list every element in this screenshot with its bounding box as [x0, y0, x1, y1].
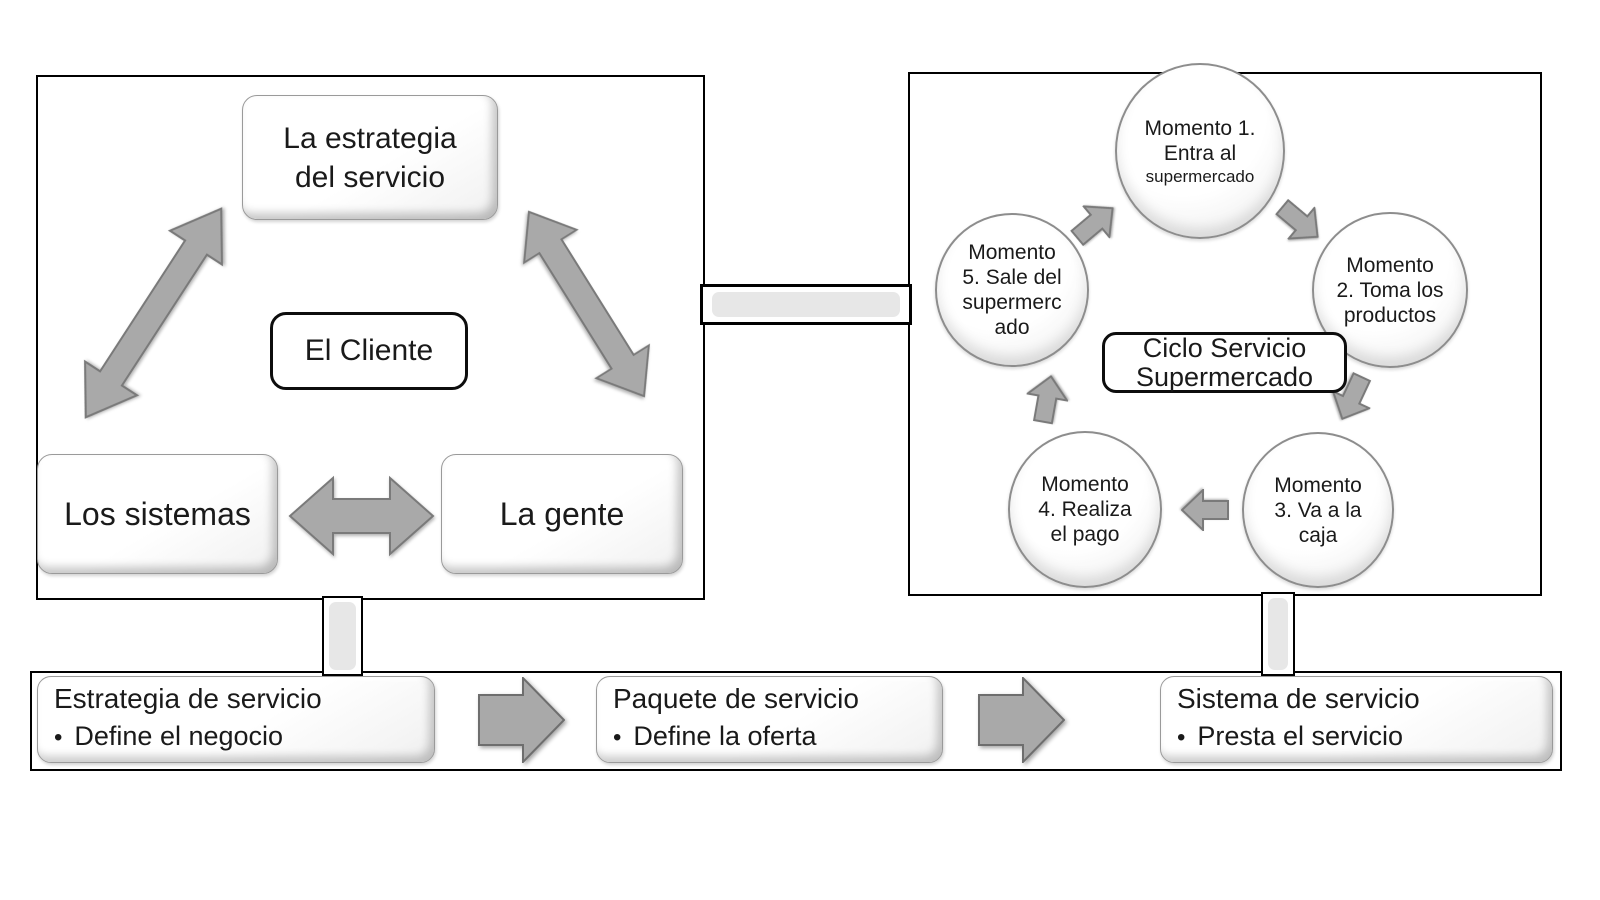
moment-4-line1: Momento — [1041, 473, 1129, 496]
panel-connector-horizontal — [700, 284, 912, 325]
connector-bar — [712, 292, 900, 317]
cycle-arrow-2-to-3-icon — [1323, 367, 1381, 428]
moment-1-line1: Momento 1. — [1144, 116, 1256, 140]
cycle-moment-3: Momento 3. Va a la caja — [1242, 432, 1394, 588]
moment-3-line1: Momento — [1274, 473, 1362, 497]
cycle-title-line1: Ciclo Servicio — [1142, 332, 1307, 363]
connector-bar — [1268, 598, 1288, 670]
flow-step-system: Sistema de servicio • Presta el servicio — [1160, 676, 1553, 763]
moment-1-line2: Entra al — [1163, 141, 1237, 165]
cycle-title-line2: Supermercado — [1135, 361, 1314, 392]
people-box-label: La gente — [499, 495, 625, 532]
connector-bar — [329, 602, 356, 670]
moment-2-line3: productos — [1343, 303, 1437, 327]
people-box: La gente — [441, 454, 683, 574]
cycle-title-box: Ciclo Servicio Supermercado — [1102, 332, 1347, 393]
cycle-arrow-3-to-4-icon — [1181, 489, 1229, 531]
systems-box-label: Los sistemas — [64, 495, 251, 532]
client-box-label: El Cliente — [304, 334, 434, 367]
systems-box: Los sistemas — [37, 454, 278, 574]
flow-arrow-2-icon — [978, 677, 1065, 763]
double-arrow-strategy-people-icon — [498, 192, 674, 417]
connector-cycle-to-flow — [1261, 592, 1295, 676]
moment-2-line1: Momento — [1346, 253, 1434, 277]
moment-5-line1: Momento — [968, 241, 1056, 264]
flow-step-system-bullet: Presta el servicio — [1197, 721, 1403, 751]
moment-3-line3: caja — [1298, 523, 1338, 547]
flow-step-strategy-bullet: Define el negocio — [74, 721, 284, 751]
moment-3-line2: 3. Va a la — [1274, 498, 1362, 522]
moment-1-line3: supermercado — [1145, 166, 1255, 186]
flow-step-strategy: Estrategia de servicio • Define el negoc… — [37, 676, 435, 763]
connector-triangle-to-flow — [322, 596, 363, 676]
flow-arrow-1-icon — [478, 677, 565, 763]
moment-5-line2: 5. Sale del — [962, 266, 1062, 289]
moment-5-line4: ado — [994, 316, 1030, 339]
flow-step-package-bullet: Define la oferta — [633, 721, 817, 751]
double-arrow-systems-strategy-icon — [55, 188, 252, 438]
cycle-moment-1: Momento 1. Entra al supermercado — [1115, 63, 1285, 239]
bullet-icon: • — [1177, 724, 1186, 751]
client-box: El Cliente — [270, 312, 468, 390]
double-arrow-systems-people-icon — [288, 473, 435, 560]
strategy-box: La estrategia del servicio — [242, 95, 498, 220]
strategy-box-line1: La estrategia — [283, 121, 457, 155]
flow-step-package-title: Paquete de servicio — [613, 683, 859, 714]
cycle-moment-4: Momento 4. Realiza el pago — [1008, 431, 1162, 588]
cycle-arrow-5-to-1-icon — [1063, 191, 1127, 254]
bullet-icon: • — [54, 724, 63, 751]
cycle-moment-5: Momento 5. Sale del supermerc ado — [935, 213, 1089, 367]
bullet-icon: • — [613, 724, 622, 751]
strategy-box-line2: del servicio — [294, 160, 446, 194]
cycle-arrow-1-to-2-icon — [1268, 190, 1332, 253]
cycle-arrow-4-to-5-icon — [1022, 372, 1072, 427]
moment-5-line3: supermerc — [962, 291, 1062, 314]
flow-step-system-title: Sistema de servicio — [1177, 683, 1420, 714]
moment-4-line2: 4. Realiza — [1038, 498, 1132, 521]
moment-4-line3: el pago — [1050, 523, 1120, 546]
moment-2-line2: 2. Toma los — [1336, 278, 1444, 302]
flow-step-package: Paquete de servicio • Define la oferta — [596, 676, 943, 763]
flow-step-strategy-title: Estrategia de servicio — [54, 683, 322, 714]
